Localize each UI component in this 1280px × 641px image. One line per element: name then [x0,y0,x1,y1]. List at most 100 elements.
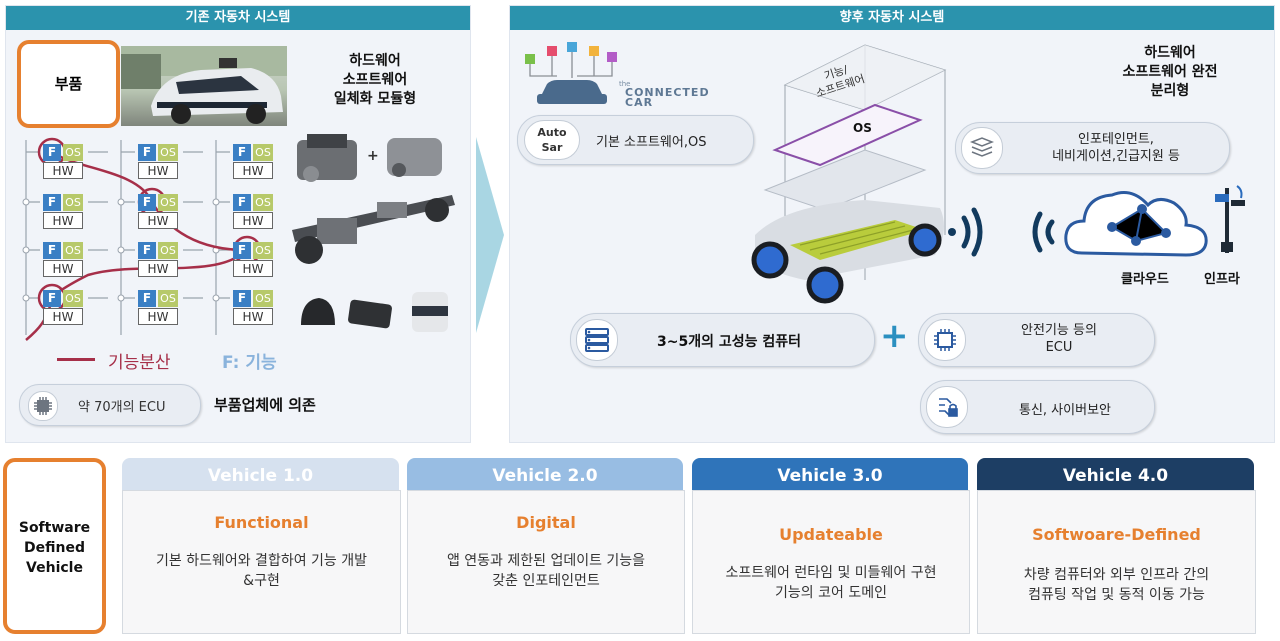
os-layer-label: OS [853,121,872,135]
vehicle-1-card: Functional 기본 하드웨어와 결합하여 기능 개발 &구현 [122,490,401,634]
car-word: CAR [625,96,653,109]
communication-security-box: 통신, 사이버보안 [920,380,1155,434]
circuit-layer [765,150,925,210]
separated-type-label: 하드웨어 소프트웨어 완전 분리형 [1100,44,1240,101]
function-cell: F [43,144,61,161]
legend-distributed: 기능분산 [108,348,171,373]
infrastructure-label: 인프라 [1204,268,1240,287]
legacy-system-header: 기존 자동차 시스템 [6,6,470,30]
infrastructure-icon [1207,178,1257,258]
high-performance-computer-box: 3~5개의 고성능 컴퓨터 [570,313,875,367]
hw-cell: HW [138,162,178,179]
vehicle-2-keyword: Digital [408,513,684,532]
legend-line [57,358,95,361]
wireless-signal-icon [940,200,1060,260]
hw-cell: HW [233,308,273,325]
parts-label-box: 부품 [17,40,120,128]
high-performance-computer-label: 3~5개의 고성능 컴퓨터 [657,331,801,351]
car-photo [121,46,287,126]
server-icon [576,319,618,361]
function-cell: F [233,290,251,307]
vehicle-4-card: Softwoare-Defined 차량 컴퓨터와 외부 인프라 간의 컴퓨팅 … [977,490,1256,634]
hw-cell: HW [138,260,178,277]
parts-photos: + [287,130,457,360]
app-icons [525,42,617,78]
connected-car-logo: the CONNECTED CAR [517,40,717,108]
function-cell: F [138,144,156,161]
hw-cell: HW [138,308,178,325]
os-layer [775,105,920,165]
function-cell: F [43,242,61,259]
os-cell: OS [63,290,83,307]
legend-function: F: 기능 [222,348,277,373]
vehicle-1-keyword: Functional [123,513,400,532]
hw-cell: HW [43,212,83,229]
hw-cell: HW [43,308,83,325]
dependency-label: 부품업체에 의존 [214,394,316,415]
vehicle-2-description: 앱 연동과 제한된 업데이트 기능을 갖춘 인포테인먼트 [416,551,676,591]
basic-software-label: 기본 소프트웨어,OS [596,131,706,150]
transmission-photo [387,138,442,177]
autosar-badge: Auto Sar [524,120,580,160]
os-cell: OS [158,194,178,211]
cloud-icon [1062,183,1212,263]
vehicle-1-description: 기본 하드웨어와 결합하여 기능 개발 &구현 [131,551,392,591]
hw-cell: HW [43,162,83,179]
future-system-header: 향후 자동차 시스템 [510,6,1274,30]
vehicle-4-description: 차량 컴퓨터와 외부 인프라 간의 컴퓨팅 작업 및 동적 이동 가능 [986,565,1247,605]
os-cell: OS [158,290,178,307]
vehicle-4-tab: Vehicle 4.0 [977,458,1254,492]
hw-cell: HW [233,162,273,179]
sensor-photos [301,292,448,332]
cloud-label: 클라우드 [1121,268,1169,287]
ecu-count-label: 약 70개의 ECU [78,396,166,415]
function-cell: F [138,194,156,211]
safety-ecu-box: 안전기능 등의 ECU [918,313,1155,367]
os-cell: OS [63,194,83,211]
parts-label: 부품 [21,44,116,124]
function-cell: F [138,290,156,307]
car-icon [537,80,607,104]
os-cell: OS [253,290,273,307]
plus-sign: + [367,148,379,164]
vehicle-2-card: Digital 앱 연동과 제한된 업데이트 기능을 갖춘 인포테인먼트 [407,490,685,634]
vehicle-4-keyword: Softwoare-Defined [978,525,1255,544]
function-cell: F [233,194,251,211]
os-cell: OS [63,242,83,259]
ecu-count-box: 약 70개의 ECU [19,384,201,426]
security-icon [926,386,968,428]
os-cell: OS [158,144,178,161]
car-photo-illustration [121,46,287,126]
vehicle-1-tab: Vehicle 1.0 [122,458,399,492]
function-cell: F [43,194,61,211]
layers-icon [961,127,1003,169]
vehicle-2-tab: Vehicle 2.0 [407,458,683,492]
transition-arrow [470,135,510,335]
vehicle-3-tab: Vehicle 3.0 [692,458,968,492]
engine-photo [297,134,357,182]
hw-cell: HW [138,212,178,229]
function-cell: F [43,290,61,307]
os-cell: OS [158,242,178,259]
vehicle-3-keyword: Updateable [693,525,969,544]
os-cell: OS [253,242,273,259]
software-defined-vehicle-label: Software Defined Vehicle [7,518,102,578]
chip-icon [28,391,58,421]
hw-cell: HW [43,260,83,277]
software-defined-vehicle-box: Software Defined Vehicle [3,458,106,634]
os-cell: OS [253,144,273,161]
vehicle-3-card: Updateable 소프트웨어 런타임 및 미들웨어 구현 기능의 코어 도메… [692,490,970,634]
function-cell: F [233,242,251,259]
chip-icon [924,319,966,361]
chassis-photo [292,195,455,264]
function-cell: F [233,144,251,161]
os-cell: OS [63,144,83,161]
vehicle-layer-stack [745,40,995,310]
infotainment-label: 인포테인먼트, 네비게이션,긴급지원 등 [1016,131,1216,165]
integrated-module-label: 하드웨어 소프트웨어 일체화 모듈형 [300,52,450,109]
os-cell: OS [253,194,273,211]
vehicle-3-description: 소프트웨어 런타임 및 미들웨어 구현 기능의 코어 도메인 [701,563,961,603]
basic-software-box: Auto Sar 기본 소프트웨어,OS [517,115,754,165]
plus-icon: + [880,316,909,356]
hw-cell: HW [233,212,273,229]
